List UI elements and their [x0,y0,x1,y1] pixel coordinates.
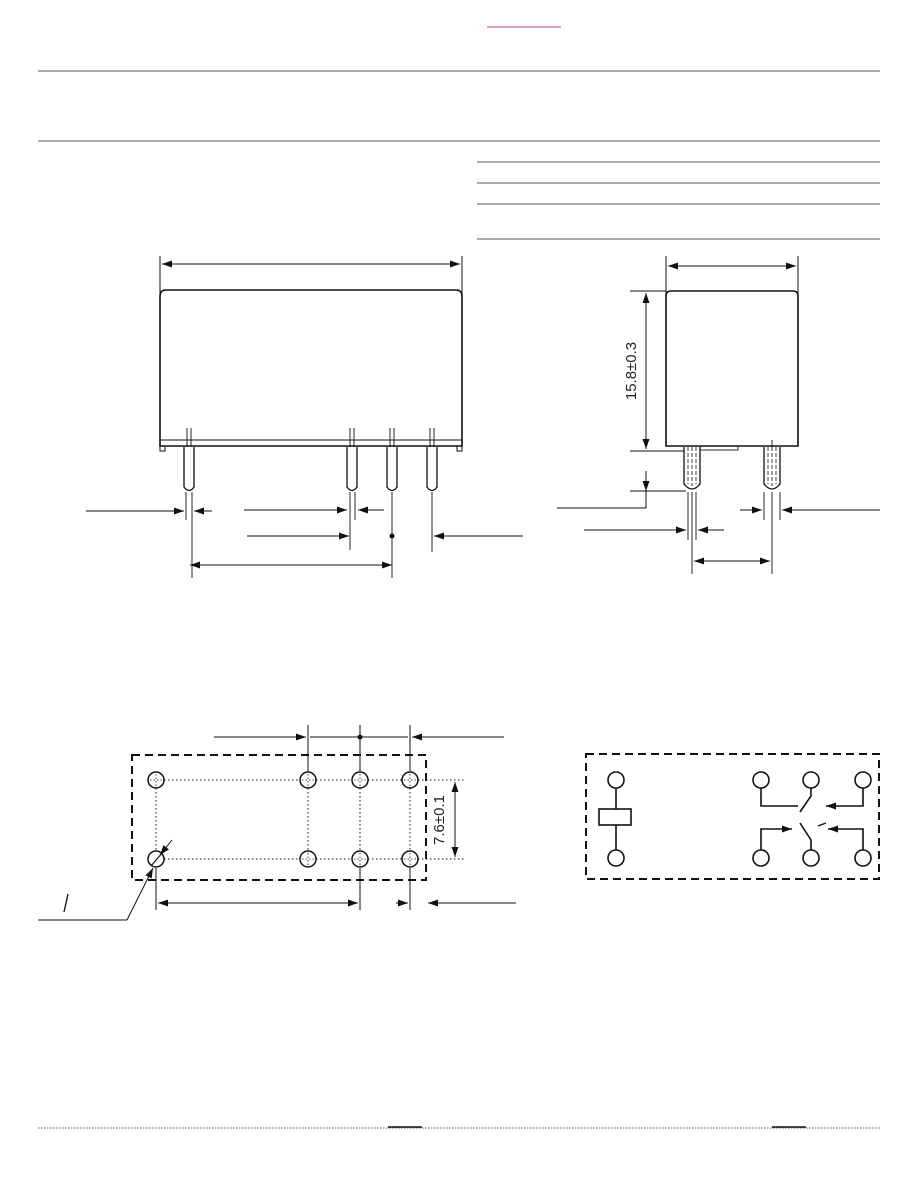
front-body [159,289,463,447]
contact-terminal [802,849,820,867]
spec-table-rules [477,161,880,240]
wiring-diagram [585,753,880,880]
pcb-hole [299,771,317,789]
side-body [665,290,799,447]
front-pin-4 [426,447,438,492]
height-dimension-label: 15.8±0.3 [623,342,640,400]
coil-terminal [607,849,625,867]
pcb-hole [299,850,317,868]
side-pin-2 [763,447,781,490]
front-pin-1 [183,447,195,492]
contact-terminal [854,771,872,789]
contact-terminal [854,849,872,867]
contact-terminal [752,771,770,789]
contact-terminal [752,849,770,867]
pcb-layout [38,725,516,921]
coil-terminal [607,771,625,789]
pcb-hole [401,771,419,789]
pin-row-spacing-label: 7.6±0.1 [431,795,448,845]
front-pin-2 [346,447,358,492]
pcb-hole [351,771,369,789]
pcb-hole [351,850,369,868]
pcb-hole [401,850,419,868]
coil-symbol [598,808,632,826]
pcb-hole [147,771,165,789]
contact-terminal [802,771,820,789]
wiring-outline [585,753,880,880]
side-view [557,256,880,574]
front-pin-3 [386,447,398,492]
pcb-outline [131,754,427,881]
side-pin-1 [683,447,701,490]
front-view [86,256,523,578]
